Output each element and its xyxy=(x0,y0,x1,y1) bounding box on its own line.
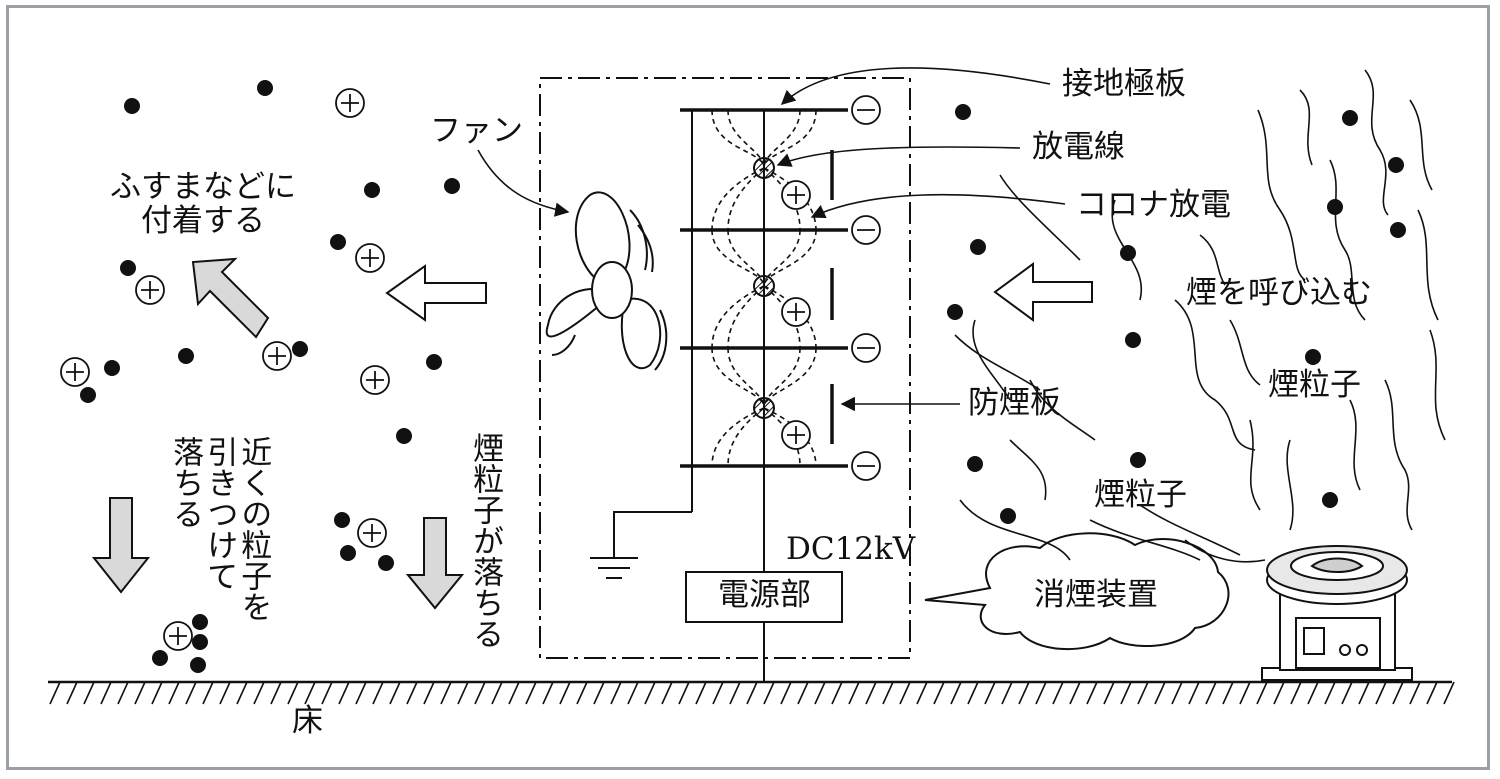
positive-ion xyxy=(781,180,811,210)
smoke-particle xyxy=(257,80,273,96)
smoke-particle xyxy=(80,387,96,403)
label-attract-near: 近くの粒子を 引きつけて 落ちる xyxy=(167,436,272,622)
smoke-particle xyxy=(970,239,986,255)
smoke-particle xyxy=(1342,110,1358,126)
smoke-particle xyxy=(1000,508,1016,524)
smoke-particle xyxy=(1322,492,1338,508)
positive-ion xyxy=(781,297,811,327)
positive-ion xyxy=(357,518,387,548)
label-particles-fall: 煙粒子が落ちる xyxy=(467,432,504,649)
positive-ion xyxy=(163,621,193,651)
positive-ion xyxy=(60,357,90,387)
floor xyxy=(48,680,1455,705)
label-invite-smoke: 煙を呼び込む xyxy=(1186,275,1372,311)
label-power-unit: 電源部 xyxy=(718,577,811,613)
smoke-particle xyxy=(340,545,356,561)
smoke-particle xyxy=(967,456,983,472)
label-corona: コロナ放電 xyxy=(1076,187,1231,223)
smoke-particle xyxy=(1327,199,1343,215)
positive-ion xyxy=(335,88,365,118)
label-baffle: 防煙板 xyxy=(968,385,1061,421)
discharge-wire xyxy=(753,275,775,297)
smoke-particle xyxy=(152,650,168,666)
smoke-particle xyxy=(426,354,442,370)
smoke-particle xyxy=(396,428,412,444)
discharge-wire xyxy=(753,397,775,419)
smoke-particle xyxy=(292,341,308,357)
negative-ion xyxy=(851,215,881,245)
discharge-wire xyxy=(753,157,775,179)
smoke-particle xyxy=(955,104,971,120)
negative-ion xyxy=(851,451,881,481)
smoke-particle xyxy=(178,348,194,364)
smoke-particle xyxy=(124,98,140,114)
label-floor: 床 xyxy=(292,703,323,739)
smoke-particle xyxy=(1130,452,1146,468)
label-smoke-particle: 煙粒子 xyxy=(1268,367,1361,403)
leader-lines xyxy=(477,67,1066,412)
label-voltage: DC12kV xyxy=(786,531,916,567)
smoke-particle xyxy=(104,360,120,376)
smoke-particle xyxy=(947,304,963,320)
label-attach: ふすまなどに 付着する xyxy=(110,169,296,240)
smoke-particle xyxy=(364,182,380,198)
positive-ion xyxy=(781,420,811,450)
positive-ion xyxy=(135,275,165,305)
label-smoke-particle: 煙粒子 xyxy=(1094,477,1187,513)
smoke-particle xyxy=(1120,245,1136,261)
smoke-particle xyxy=(190,657,206,673)
smoke-particle xyxy=(1390,222,1406,238)
smoke-particle xyxy=(1305,349,1321,365)
negative-ion xyxy=(851,333,881,363)
negative-ion xyxy=(851,95,881,125)
particles xyxy=(60,80,1406,673)
smoke-device-icon xyxy=(1261,545,1413,681)
smoke-particle xyxy=(120,260,136,276)
power-unit-box xyxy=(685,571,843,623)
smoke-particle xyxy=(192,634,208,650)
device-callout xyxy=(924,532,1230,651)
figure-frame xyxy=(6,5,1490,770)
smoke-particle xyxy=(378,555,394,571)
label-discharge-wire: 放電線 xyxy=(1032,129,1125,165)
label-ground-plate: 接地極板 xyxy=(1062,66,1186,102)
device-enclosure xyxy=(539,77,911,659)
label-device: 消煙装置 xyxy=(1034,577,1158,613)
positive-ion xyxy=(355,243,385,273)
smoke-particle xyxy=(330,234,346,250)
positive-ion xyxy=(262,341,292,371)
electrode-assembly xyxy=(590,108,848,682)
label-fan: ファン xyxy=(430,113,523,149)
smoke-particle xyxy=(1125,332,1141,348)
fan-icon xyxy=(545,191,668,371)
smoke-particle xyxy=(444,178,460,194)
smoke-particle xyxy=(1388,157,1404,173)
positive-ion xyxy=(360,365,390,395)
smoke-particle xyxy=(334,512,350,528)
smoke-particle xyxy=(192,614,208,630)
smoke-wisps xyxy=(954,69,1446,563)
block-arrows xyxy=(91,257,1093,610)
